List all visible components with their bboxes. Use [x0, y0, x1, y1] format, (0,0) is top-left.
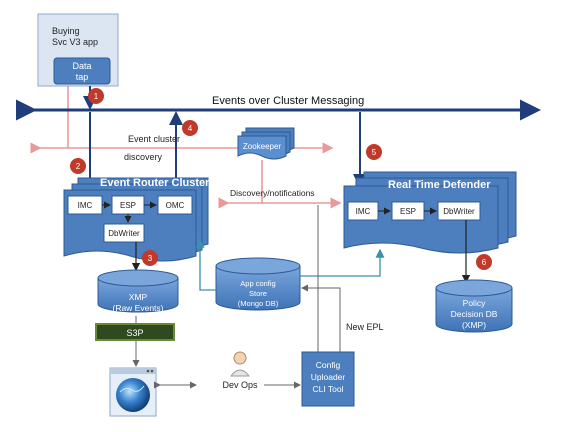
xmp-raw-events-db: XMP (Raw Events) [97, 269, 179, 313]
new-epl-label: New EPL [346, 322, 384, 332]
app-config-line1: App config [240, 279, 275, 288]
svg-text:1: 1 [94, 92, 99, 101]
badge-6 [476, 254, 492, 270]
er-omc-box [157, 195, 193, 215]
zookeeper: Zookeeper [237, 127, 295, 160]
badge-4 [182, 120, 198, 136]
config-uploader-cli: Config Uploader CLI Tool [301, 351, 355, 407]
svg-text:6: 6 [482, 258, 487, 267]
app-config-line3: (Mongo DB) [238, 299, 279, 308]
svg-text:4: 4 [188, 124, 193, 133]
er-dbwriter-label: DbWriter [108, 229, 140, 238]
rtd-esp-label: ESP [400, 207, 416, 216]
event-cluster-discovery-line2: discovery [124, 152, 163, 162]
step-badges: 1 2 3 4 5 6 [70, 88, 492, 270]
svg-text:5: 5 [372, 148, 377, 157]
policy-decision-db: Policy Decision DB (XMP) [435, 279, 513, 333]
policy-db-line1: Policy [463, 298, 486, 308]
dev-ops-label: Dev Ops [222, 380, 258, 390]
badge-2 [70, 158, 86, 174]
badge-5 [366, 144, 382, 160]
event-router-title: Event Router Cluster [100, 177, 210, 189]
s3p-label: S3P [126, 328, 143, 338]
uploader-connectors [301, 205, 341, 352]
rtd-title: Real Time Defender [388, 179, 491, 191]
browser-window [109, 367, 157, 417]
xmp-line2: (Raw Events) [112, 303, 163, 313]
zookeeper-label: Zookeeper [243, 142, 282, 151]
badge-1 [88, 88, 104, 104]
svg-text:2: 2 [76, 162, 81, 171]
app-config-line2: Store [249, 289, 267, 298]
real-time-defender: Real Time Defender IMC ESP DbWriter [343, 171, 517, 254]
data-tap-box [53, 57, 111, 85]
buying-svc-app: Buying Svc V3 app Data tap [37, 13, 119, 87]
er-dbwriter-box [103, 223, 145, 243]
er-imc-label: IMC [78, 201, 93, 210]
config-uploader-line3: CLI Tool [312, 384, 343, 394]
discovery-notifications-label: Discovery/notifications [230, 188, 315, 198]
cluster-messaging-bus: Events over Cluster Messaging [16, 95, 541, 121]
buying-app-line1: Buying [52, 26, 80, 36]
buying-app-line2: Svc V3 app [52, 37, 98, 47]
config-uploader-line1: Config [316, 360, 341, 370]
person-icon [233, 351, 247, 365]
s3p: S3P [95, 316, 175, 367]
badge-3 [142, 250, 158, 266]
er-esp-label: ESP [120, 201, 136, 210]
data-tap-line2: tap [76, 72, 89, 82]
config-uploader-line2: Uploader [311, 372, 346, 382]
rtd-dbwriter-label: DbWriter [443, 207, 475, 216]
event-cluster-discovery-line1: Event cluster [128, 134, 180, 144]
rtd-dbwriter-box [437, 201, 481, 221]
policy-db-line2: Decision DB [451, 309, 498, 319]
rtd-imc-label: IMC [356, 207, 371, 216]
bus-label: Events over Cluster Messaging [212, 95, 364, 107]
xmp-line1: XMP [129, 292, 148, 302]
svg-text:3: 3 [148, 254, 153, 263]
app-config-store-db: App config Store (Mongo DB) [215, 257, 301, 311]
policy-db-line3: (XMP) [462, 320, 486, 330]
config-distribution-lines [195, 238, 385, 291]
data-tap-line1: Data [72, 61, 91, 71]
dev-ops: Dev Ops [222, 351, 258, 390]
er-omc-label: OMC [166, 201, 185, 210]
event-router-cluster: Event Router Cluster IMC ESP OMC DbWrite… [63, 177, 210, 262]
globe-icon [116, 378, 150, 412]
